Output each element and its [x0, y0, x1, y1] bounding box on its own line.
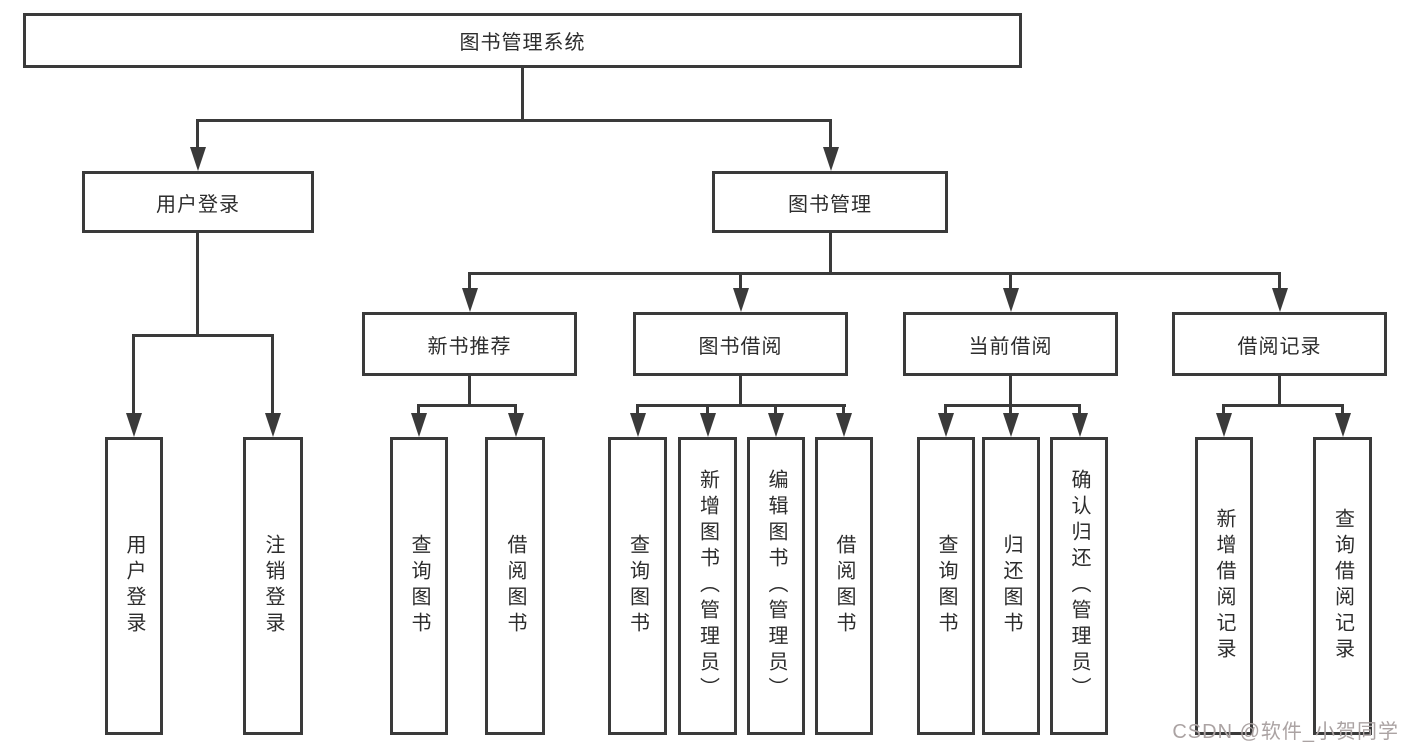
- node-borrow-record: 借阅记录: [1172, 312, 1387, 376]
- connector-line: [829, 119, 832, 149]
- node-current-borrow-label: 当前借阅: [968, 335, 1053, 358]
- leaf-confirm-return-admin: 确认归还（管理员）: [1050, 437, 1108, 735]
- arrow-down-icon: [1003, 288, 1019, 312]
- leaf-return-books-label: 归还图书: [1000, 534, 1022, 638]
- connector-line: [1278, 272, 1281, 290]
- node-book-borrow: 图书借阅: [633, 312, 848, 376]
- leaf-add-book-admin-label: 新增图书（管理员）: [696, 469, 719, 703]
- connector-line: [944, 404, 947, 414]
- leaf-query-books-2: 查询图书: [608, 437, 667, 735]
- connector-line: [636, 404, 639, 414]
- arrow-down-icon: [733, 288, 749, 312]
- leaf-edit-book-admin-label: 编辑图书（管理员）: [765, 469, 787, 703]
- leaf-logout-label: 注销登录: [262, 534, 284, 638]
- arrow-down-icon: [1003, 413, 1019, 437]
- connector-line: [417, 404, 420, 414]
- connector-line: [842, 404, 845, 414]
- leaf-query-borrow-record-label: 查询借阅记录: [1331, 508, 1354, 664]
- arrow-down-icon: [938, 413, 954, 437]
- connector-line: [132, 334, 135, 414]
- node-root-label: 图书管理系统: [459, 32, 586, 54]
- connector-line: [196, 119, 832, 122]
- leaf-confirm-return-admin-label: 确认归还（管理员）: [1068, 469, 1090, 703]
- connector-line: [739, 374, 742, 407]
- leaf-return-books: 归还图书: [982, 437, 1040, 735]
- leaf-add-borrow-record-label: 新增借阅记录: [1213, 508, 1235, 664]
- connector-line: [1222, 404, 1343, 407]
- leaf-borrow-books-2-label: 借阅图书: [833, 534, 855, 638]
- connector-line: [271, 334, 274, 414]
- leaf-query-books-3: 查询图书: [917, 437, 975, 735]
- connector-line: [1009, 272, 1012, 290]
- arrow-down-icon: [1272, 288, 1288, 312]
- connector-line: [417, 404, 517, 407]
- connector-line: [1341, 404, 1344, 414]
- node-new-book-recommend-label: 新书推荐: [427, 335, 512, 358]
- arrow-down-icon: [411, 413, 427, 437]
- arrow-down-icon: [630, 413, 646, 437]
- connector-line: [132, 334, 274, 337]
- node-book-management-label: 图书管理: [788, 193, 872, 216]
- leaf-logout: 注销登录: [243, 437, 303, 735]
- connector-line: [774, 404, 777, 414]
- node-root: 图书管理系统: [23, 13, 1022, 68]
- leaf-query-books-3-label: 查询图书: [935, 534, 957, 638]
- connector-line: [706, 404, 709, 414]
- arrow-down-icon: [190, 147, 206, 171]
- arrow-down-icon: [1335, 413, 1351, 437]
- node-book-borrow-label: 图书借阅: [698, 335, 783, 358]
- connector-line: [829, 233, 832, 275]
- connector-line: [468, 272, 471, 290]
- connector-line: [468, 272, 1281, 275]
- arrow-down-icon: [508, 413, 524, 437]
- connector-line: [196, 233, 199, 337]
- connector-line: [514, 404, 517, 414]
- connector-line: [1222, 404, 1225, 414]
- leaf-query-books-1-label: 查询图书: [408, 534, 430, 638]
- watermark: CSDN @软件_小贺同学: [1172, 721, 1399, 743]
- leaf-borrow-books-1-label: 借阅图书: [504, 534, 526, 638]
- arrow-down-icon: [265, 413, 281, 437]
- arrow-down-icon: [836, 413, 852, 437]
- connector-line: [1009, 404, 1012, 414]
- arrow-down-icon: [1072, 413, 1088, 437]
- leaf-query-borrow-record: 查询借阅记录: [1313, 437, 1372, 735]
- node-new-book-recommend: 新书推荐: [362, 312, 577, 376]
- connector-line: [1278, 374, 1281, 407]
- node-borrow-record-label: 借阅记录: [1237, 335, 1322, 358]
- node-current-borrow: 当前借阅: [903, 312, 1118, 376]
- arrow-down-icon: [1216, 413, 1232, 437]
- leaf-query-books-2-label: 查询图书: [626, 534, 649, 638]
- node-user-login: 用户登录: [82, 171, 314, 233]
- connector-line: [636, 404, 846, 407]
- connector-line: [521, 66, 524, 120]
- node-book-management: 图书管理: [712, 171, 948, 233]
- connector-line: [739, 272, 742, 290]
- arrow-down-icon: [823, 147, 839, 171]
- arrow-down-icon: [126, 413, 142, 437]
- leaf-query-books-1: 查询图书: [390, 437, 448, 735]
- leaf-edit-book-admin: 编辑图书（管理员）: [747, 437, 805, 735]
- connector-line: [468, 374, 471, 407]
- connector-line: [196, 119, 199, 149]
- leaf-user-login: 用户登录: [105, 437, 163, 735]
- leaf-add-borrow-record: 新增借阅记录: [1195, 437, 1253, 735]
- connector-line: [1009, 374, 1012, 407]
- connector-line: [1078, 404, 1081, 414]
- leaf-user-login-label: 用户登录: [123, 534, 145, 638]
- connector-line: [944, 404, 1081, 407]
- arrow-down-icon: [462, 288, 478, 312]
- leaf-borrow-books-2: 借阅图书: [815, 437, 873, 735]
- leaf-add-book-admin: 新增图书（管理员）: [678, 437, 737, 735]
- arrow-down-icon: [768, 413, 784, 437]
- node-user-login-label: 用户登录: [156, 193, 240, 216]
- arrow-down-icon: [700, 413, 716, 437]
- leaf-borrow-books-1: 借阅图书: [485, 437, 545, 735]
